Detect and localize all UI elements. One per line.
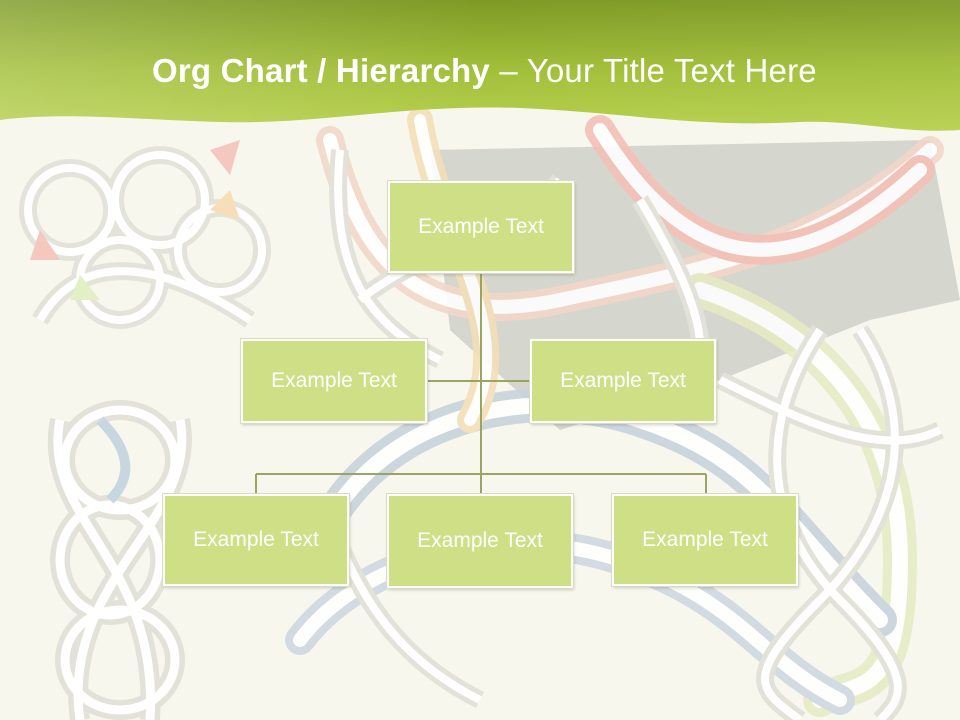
- org-node-level2-left[interactable]: Example Text: [241, 339, 427, 423]
- org-node-label: Example Text: [193, 528, 319, 551]
- org-node-root[interactable]: Example Text: [388, 181, 574, 273]
- org-node-label: Example Text: [418, 215, 544, 238]
- org-node-level3-center[interactable]: Example Text: [387, 494, 573, 588]
- header-banner: [0, 0, 960, 131]
- org-node-label: Example Text: [560, 369, 686, 392]
- org-node-level2-right[interactable]: Example Text: [530, 339, 716, 423]
- title-bold-part: Org Chart / Hierarchy: [152, 52, 490, 89]
- org-node-label: Example Text: [417, 529, 543, 552]
- title-rest: Your Title Text Here: [526, 52, 817, 89]
- org-node-label: Example Text: [642, 528, 768, 551]
- org-node-level3-right[interactable]: Example Text: [612, 494, 798, 586]
- title-dash: –: [489, 52, 527, 89]
- org-node-level3-left[interactable]: Example Text: [163, 494, 349, 586]
- org-node-label: Example Text: [271, 369, 397, 392]
- slide-title: Org Chart / Hierarchy – Your Title Text …: [152, 52, 817, 90]
